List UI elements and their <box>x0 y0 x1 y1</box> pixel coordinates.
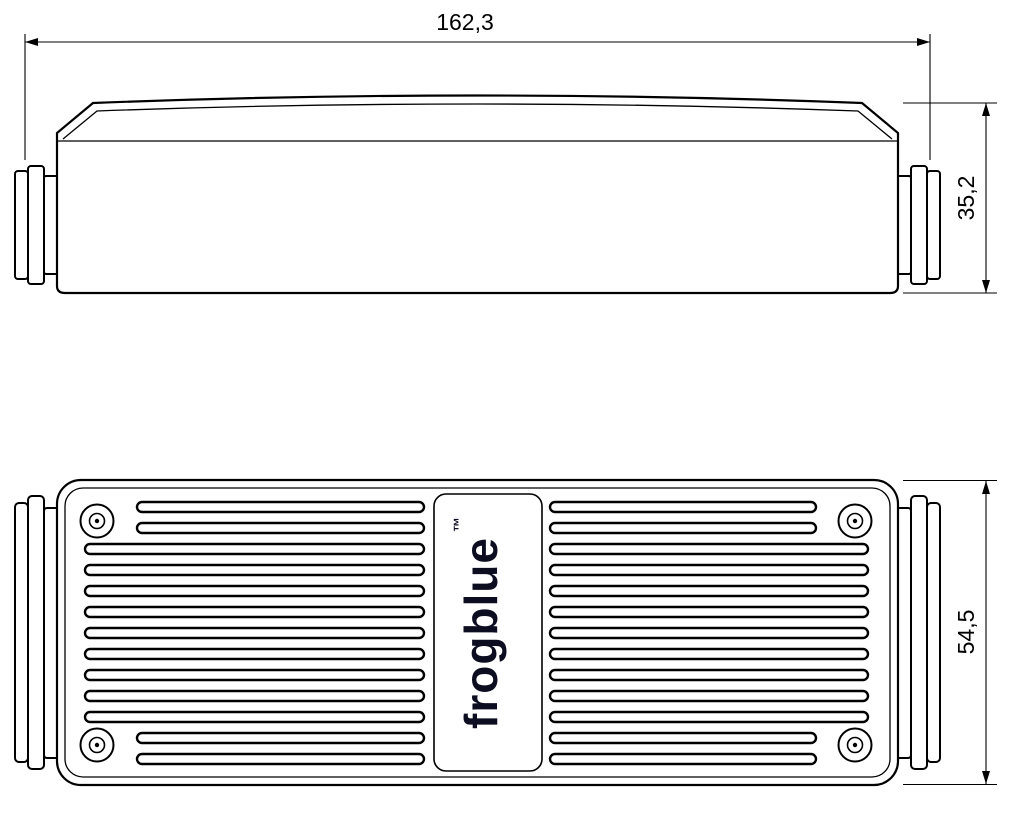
rib-slot <box>548 752 818 766</box>
logo-plateau-outline <box>433 493 543 772</box>
screw-bottom-left <box>79 727 115 763</box>
plan-depth-dimension-label: 54,5 <box>953 610 979 655</box>
plan-right-flange <box>895 495 941 770</box>
arrowhead-bottom <box>982 280 990 293</box>
rib-slot <box>548 584 870 598</box>
rib-slot <box>83 605 426 619</box>
rib-slot <box>548 668 870 682</box>
side-right-flange <box>895 165 941 285</box>
arrowhead-bottom <box>982 771 990 784</box>
rib-slot <box>135 731 426 745</box>
arrowhead-left <box>25 38 38 46</box>
rib-pattern-right <box>548 500 870 766</box>
screw-bottom-right <box>837 727 873 763</box>
width-dimension-label: 162,3 <box>436 9 494 35</box>
rib-slot <box>548 731 818 745</box>
screw-top-left <box>79 503 115 539</box>
dimension-overall-width: 162,3 <box>24 9 931 160</box>
rib-slot <box>83 626 426 640</box>
side-body-outline <box>55 94 900 295</box>
rib-slot <box>548 605 870 619</box>
rib-slot <box>548 647 870 661</box>
frogblue-wordmark: frogblue <box>455 537 507 729</box>
rib-slot <box>548 626 870 640</box>
arrowhead-top <box>982 103 990 116</box>
side-view <box>14 94 941 295</box>
rib-slot <box>83 647 426 661</box>
rib-pattern-left <box>83 500 426 766</box>
rib-slot <box>135 521 426 535</box>
rib-slot <box>83 584 426 598</box>
rib-slot <box>548 542 870 556</box>
side-lid-inner-line <box>62 103 893 140</box>
rib-slot <box>135 752 426 766</box>
plan-left-flange <box>14 495 60 770</box>
rib-slot <box>83 689 426 703</box>
rib-slot <box>548 710 870 724</box>
rib-slot <box>548 563 870 577</box>
rib-slot <box>83 710 426 724</box>
side-height-dimension-label: 35,2 <box>953 176 979 221</box>
rib-slot <box>83 563 426 577</box>
rib-slot <box>135 500 426 514</box>
plan-view: frogblue ™ <box>14 478 941 787</box>
arrowhead-right <box>917 38 930 46</box>
side-left-flange <box>14 165 60 285</box>
rib-slot <box>83 542 426 556</box>
screw-top-right <box>837 503 873 539</box>
rib-slot <box>548 689 870 703</box>
dimension-side-height: 35,2 <box>903 102 997 294</box>
rib-slot <box>548 500 818 514</box>
rib-slot <box>548 521 818 535</box>
trademark-symbol: ™ <box>451 516 468 532</box>
plan-body-inner-line <box>64 487 891 778</box>
logo-plateau: frogblue ™ <box>433 493 543 772</box>
arrowhead-top <box>982 481 990 494</box>
dimension-plan-depth: 54,5 <box>903 479 997 786</box>
rib-slot <box>83 668 426 682</box>
